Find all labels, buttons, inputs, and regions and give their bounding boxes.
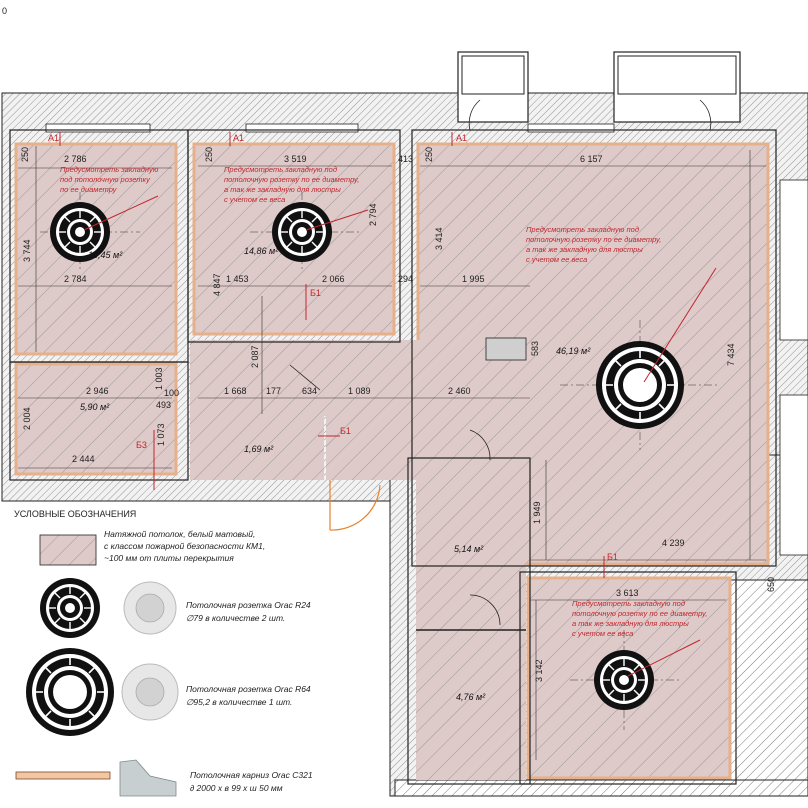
dim-r4-a: 1 003 <box>154 367 164 390</box>
doors <box>289 99 712 626</box>
dim-hall-c: 634 <box>302 386 317 396</box>
dim-hall-a: 1 668 <box>224 386 247 396</box>
dim-r3-mid: 1 995 <box>462 274 485 284</box>
legend-r64-line2: ∅95,2 в количестве 1 шт. <box>186 697 292 707</box>
dim-r2-offset: 250 <box>204 147 214 162</box>
dim-hall-d: 1 089 <box>348 386 371 396</box>
ceiling-areas <box>14 142 770 780</box>
legend-rosette-r64-icon <box>25 647 115 737</box>
section-mark-a1-3: A1 <box>456 133 467 143</box>
dim-r3-lower: 1 949 <box>532 501 542 524</box>
dim-r2-left: 1 453 <box>226 274 249 284</box>
note-room2-line1: Предусмотреть закладную под <box>224 165 337 174</box>
dim-r3-wall: 294 <box>398 274 413 284</box>
dim-r8-width: 3 613 <box>616 588 639 598</box>
area-room4: 5,90 м² <box>80 402 110 412</box>
section-mark-a1-1: A1 <box>48 133 59 143</box>
dim-hall-b: 177 <box>266 386 281 396</box>
area-room1: 10,45 м² <box>88 250 123 260</box>
dim-r1-height: 3 744 <box>22 239 32 262</box>
area-room6: 5,14 м² <box>454 544 484 554</box>
section-mark-b1-1: Б1 <box>310 288 321 298</box>
dim-r1-width: 2 786 <box>64 154 87 164</box>
section-mark-a1-2: A1 <box>233 133 244 143</box>
section-mark-b3: Б3 <box>136 440 147 450</box>
area-hall: 1,69 м² <box>244 444 274 454</box>
note-room8-line1: Предусмотреть закладную под <box>572 599 685 608</box>
dim-r2-right: 2 066 <box>322 274 345 284</box>
dim-r4-c: 493 <box>156 400 171 410</box>
page-number: 0 <box>2 6 7 16</box>
dim-r3-width: 6 157 <box>580 154 603 164</box>
dim-r4-width: 2 946 <box>86 386 109 396</box>
legend-title: УСЛОВНЫЕ ОБОЗНАЧЕНИЯ <box>14 509 136 519</box>
note-room1-line2: под потолочную розетку <box>60 175 151 184</box>
area-room2: 14,86 м² <box>244 246 279 256</box>
section-mark-b1-2: Б1 <box>340 426 351 436</box>
dim-r4-height: 2 004 <box>22 407 32 430</box>
note-room1-line1: Предусмотреть закладную <box>60 165 159 174</box>
dim-r3-offset: 250 <box>424 147 434 162</box>
dim-r2-total-height: 4 847 <box>212 273 222 296</box>
legend-ceiling-swatch <box>39 534 97 566</box>
note-living-line1: Предусмотреть закладную под <box>526 225 639 234</box>
note-room8-line2: потолочную розетку по ее диаметру, <box>572 609 707 618</box>
legend-cornice-swatch <box>15 771 111 780</box>
dim-r1-offset: 250 <box>20 147 30 162</box>
interior-walls <box>9 129 777 785</box>
rosette-room2 <box>271 201 333 263</box>
legend-cornice-photo <box>119 759 177 797</box>
dim-r2-wall: 413 <box>398 154 413 164</box>
note-leaders <box>59 132 717 677</box>
dim-r8-height: 3 142 <box>534 659 544 682</box>
legend-r64-line1: Потолочная розетка Orac R64 <box>186 684 311 694</box>
dim-r2-width: 3 519 <box>284 154 307 164</box>
dim-r3-depth: 7 434 <box>726 343 736 366</box>
dim-r8-offset: 650 <box>766 577 776 592</box>
dim-r1-width-bottom: 2 784 <box>64 274 87 284</box>
dim-r3-niche: 583 <box>530 341 540 356</box>
note-living-line4: с учетом ее веса <box>526 255 587 264</box>
dim-hall-e: 2 460 <box>448 386 471 396</box>
area-living: 46,19 м² <box>556 346 591 356</box>
legend-ceiling-line3: ~100 мм от плиты перекрытия <box>104 553 234 563</box>
legend-cornice-line1: Потолочная карниз Orac C321 <box>190 770 313 780</box>
legend-rosette-r24-icon <box>39 577 101 639</box>
note-living-line2: потолочную розетку по ее диаметру, <box>526 235 661 244</box>
legend-ceiling-line1: Натяжной потолок, белый матовый, <box>104 529 255 539</box>
area-room7: 4,76 м² <box>456 692 486 702</box>
note-room1-line3: по ее диаметру <box>60 185 118 194</box>
note-room8-line4: с учетом ее веса <box>572 629 633 638</box>
note-room2-line2: потолочную розетку по ее диаметру, <box>224 175 359 184</box>
dimension-lines <box>18 146 766 760</box>
legend-ceiling-line2: с классом пожарной безопасности КМ1, <box>104 541 265 551</box>
rosette-living <box>595 340 685 430</box>
note-room8-line3: а так же закладную для люстры <box>572 619 689 628</box>
dim-r4-d: 1 073 <box>156 423 166 446</box>
dim-r3-height: 3 414 <box>434 227 444 250</box>
dim-r3-bottom: 4 239 <box>662 538 685 548</box>
dim-r4-bottom: 2 444 <box>72 454 95 464</box>
legend-r24-line1: Потолочная розетка Orac R24 <box>186 600 311 610</box>
dim-r2-height: 2 794 <box>368 203 378 226</box>
legend: УСЛОВНЫЕ ОБОЗНАЧЕНИЯ Натяжной потолок, б… <box>14 509 313 797</box>
note-room2-line3: а так же закладную для люстры <box>224 185 341 194</box>
note-living-line3: а так же закладную для люстры <box>526 245 643 254</box>
legend-r24-line2: ∅79 в количестве 2 шт. <box>186 613 285 623</box>
section-mark-b1-3: Б1 <box>607 552 618 562</box>
rosette-room8 <box>593 649 655 711</box>
dim-r4-b: 100 <box>164 388 179 398</box>
note-room2-line4: с учетом ее веса <box>224 195 285 204</box>
dim-hall-f: 2 087 <box>250 345 260 368</box>
legend-cornice-line2: ∂ 2000 х в 99 х ш 50 мм <box>190 783 283 793</box>
